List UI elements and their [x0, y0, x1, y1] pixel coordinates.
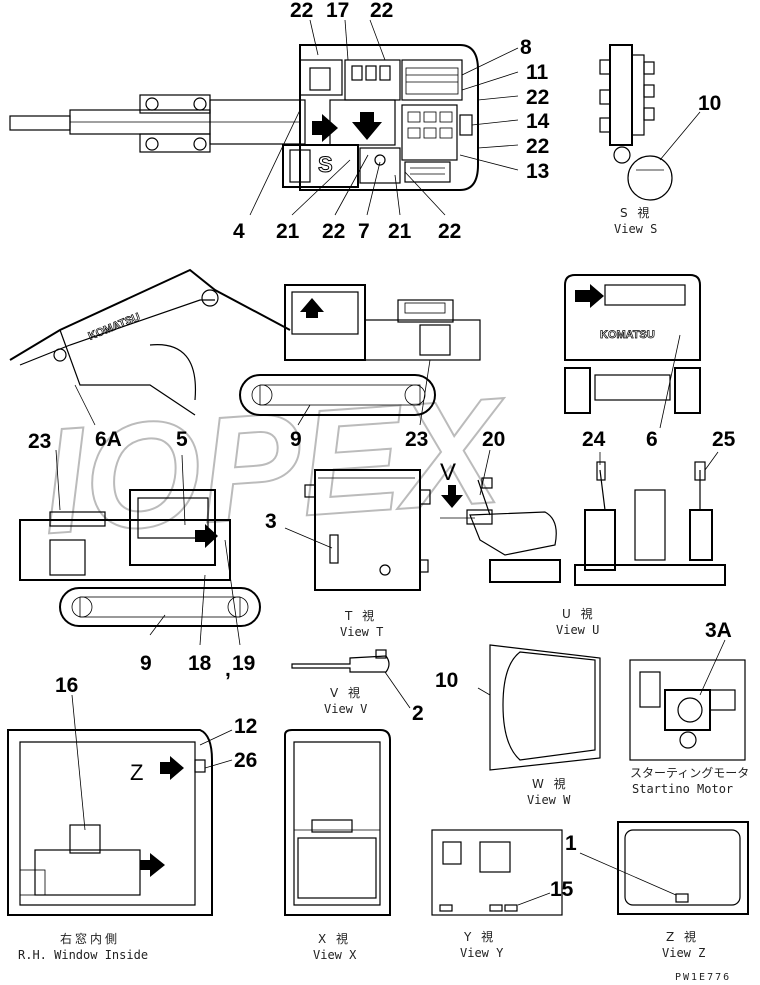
callout-22: 22 [438, 220, 461, 243]
view-x-jp: X 視 [318, 931, 351, 946]
view-y-drawing [431, 829, 563, 916]
callout-5: 5 [176, 428, 188, 451]
callout-14: 14 [526, 110, 550, 133]
rh-window-drawing: Z [7, 694, 233, 916]
view-z-drawing [579, 821, 749, 915]
callout-22: 22 [290, 0, 313, 22]
view-z-jp: Z 視 [666, 929, 699, 944]
view-t-drawing [284, 469, 431, 591]
letter-v: V [440, 459, 456, 486]
callout-16: 16 [55, 674, 78, 697]
view-s-jp: S 視 [620, 205, 652, 220]
callout-21: 21 [276, 220, 300, 243]
right-side-view [19, 449, 261, 646]
rh-window-en: R.H. Window Inside [18, 948, 148, 962]
callout-9: 9 [290, 428, 302, 451]
view-u-en: View U [556, 623, 599, 637]
callout-22: 22 [526, 86, 549, 109]
callout-2: 2 [412, 702, 424, 725]
callout-1: 1 [565, 832, 577, 855]
rear-view-machine: KOMATSU [564, 274, 701, 429]
callout-22: 22 [370, 0, 393, 22]
callout-19: 19 [232, 652, 255, 675]
callout-7: 7 [358, 220, 370, 243]
view-x-en: View X [313, 948, 357, 962]
drawing-code: PW1E776 [675, 972, 731, 983]
callout-22: 22 [322, 220, 345, 243]
callout-23: 23 [405, 428, 428, 451]
callout-4: 4 [233, 220, 245, 243]
callout-8: 8 [520, 36, 532, 59]
brand-text: KOMATSU [87, 311, 142, 343]
view-u-jp: U 視 [562, 606, 596, 621]
callout-23: 23 [28, 430, 51, 453]
callout-6: 6 [646, 428, 658, 451]
view-w-drawing [477, 644, 601, 771]
callout-3A: 3A [705, 619, 732, 642]
view-w-jp: W 視 [532, 776, 569, 791]
svg-text:S: S [318, 152, 333, 177]
view-y-en: View Y [460, 946, 504, 960]
view-y-jp: Y 視 [463, 929, 496, 944]
view-v-drawing [291, 649, 411, 709]
view-w-en: View W [527, 793, 571, 807]
letter-z: Z [130, 760, 143, 785]
callout-10: 10 [435, 669, 458, 692]
view-v-jp: V 視 [330, 685, 363, 700]
starting-motor-jp: スターティングモータ [630, 766, 749, 780]
callout-26: 26 [234, 749, 257, 772]
callout-9: 9 [140, 652, 152, 675]
callout-22: 22 [526, 135, 549, 158]
comma: , [225, 658, 231, 681]
rh-window-jp: 右窓内側 [60, 931, 120, 946]
callout-6A: 6A [95, 428, 122, 451]
top-view-machine: S [9, 19, 519, 216]
view-v-en: View V [324, 702, 367, 716]
callout-24: 24 [582, 428, 606, 451]
callout-3: 3 [265, 510, 277, 533]
callout-17: 17 [326, 0, 349, 22]
view-t-en: View T [340, 625, 383, 639]
view-z-en: View Z [662, 946, 705, 960]
view-s-en: View S [614, 222, 657, 236]
starting-motor-drawing [629, 639, 746, 761]
view-t-jp: T 視 [344, 608, 377, 623]
callout-15: 15 [550, 878, 574, 901]
callout-21: 21 [388, 220, 412, 243]
starting-motor-en: Startino Motor [632, 782, 733, 796]
callout-18: 18 [188, 652, 212, 675]
callout-12: 12 [234, 715, 257, 738]
callout-11: 11 [526, 61, 549, 84]
callout-25: 25 [712, 428, 736, 451]
view-s-drawing [599, 44, 701, 201]
callout-20: 20 [482, 428, 505, 451]
rear-brand-text: KOMATSU [600, 329, 655, 341]
callout-10: 10 [698, 92, 721, 115]
callout-13: 13 [526, 160, 549, 183]
view-x-drawing [284, 729, 391, 916]
view-u-drawing: V [440, 449, 726, 586]
